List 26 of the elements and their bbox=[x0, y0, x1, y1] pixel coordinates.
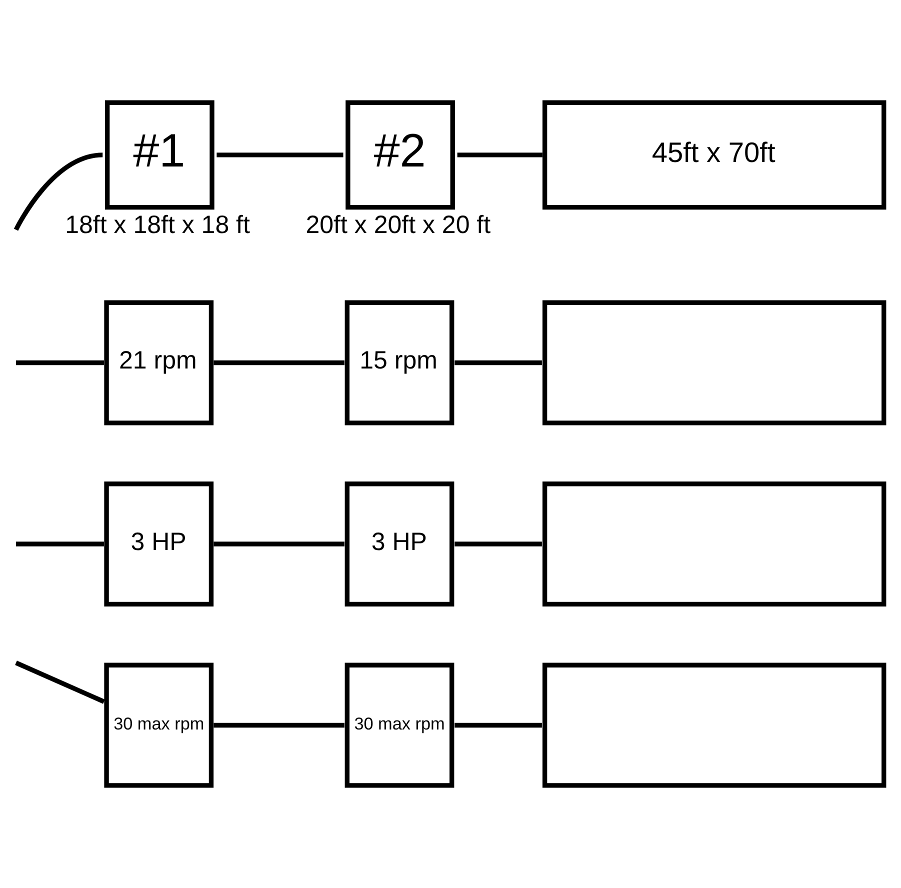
node-box: 15 rpm bbox=[344, 300, 454, 426]
connector bbox=[214, 360, 344, 366]
connector bbox=[16, 360, 104, 366]
connector bbox=[454, 542, 542, 546]
node-box: #1 bbox=[104, 100, 214, 210]
node-label: 18ft x 18ft x 18 ft bbox=[65, 210, 250, 239]
node-box: 21 rpm bbox=[104, 300, 214, 426]
node-box: 3 HP bbox=[104, 482, 214, 606]
node-box bbox=[542, 482, 886, 606]
connector bbox=[214, 542, 344, 546]
node-box: #2 bbox=[346, 100, 455, 210]
connector bbox=[454, 360, 542, 366]
connector bbox=[15, 660, 105, 704]
node-box: 30 max rpm bbox=[104, 662, 214, 788]
node-box: 45ft x 70ft bbox=[542, 100, 886, 210]
connector bbox=[216, 152, 344, 158]
connector bbox=[14, 152, 103, 231]
connector bbox=[457, 152, 542, 158]
node-label: 20ft x 20ft x 20 ft bbox=[306, 210, 491, 239]
connector bbox=[454, 722, 542, 728]
node-box bbox=[542, 662, 886, 788]
node-box: 30 max rpm bbox=[344, 662, 454, 788]
node-box: 3 HP bbox=[344, 482, 454, 606]
connector bbox=[214, 722, 344, 728]
node-box bbox=[542, 300, 886, 426]
connector bbox=[16, 542, 104, 546]
